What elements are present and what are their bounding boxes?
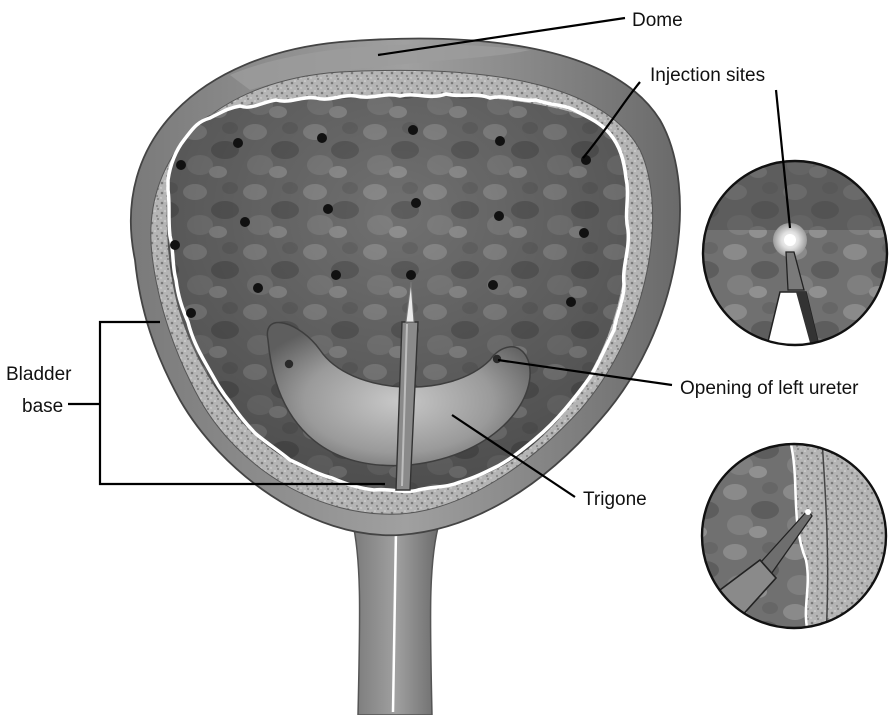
injection-site bbox=[408, 125, 418, 135]
injection-site bbox=[233, 138, 243, 148]
inset-wall-cross-section bbox=[700, 440, 896, 640]
injection-site bbox=[317, 133, 327, 143]
injection-site bbox=[331, 270, 341, 280]
ureter-opening-left bbox=[493, 355, 501, 363]
label-bladder-base-line1: Bladder bbox=[6, 364, 72, 385]
label-dome: Dome bbox=[632, 10, 683, 31]
injection-site bbox=[253, 283, 263, 293]
injection-site bbox=[579, 228, 589, 238]
injection-site bbox=[495, 136, 505, 146]
label-trigone: Trigone bbox=[583, 489, 647, 510]
inset-injection-closeup bbox=[700, 160, 890, 350]
injection-site bbox=[186, 308, 196, 318]
injection-site bbox=[176, 160, 186, 170]
injection-site bbox=[323, 204, 333, 214]
injection-site bbox=[566, 297, 576, 307]
injection-site bbox=[170, 240, 180, 250]
label-opening-left-ureter: Opening of left ureter bbox=[680, 378, 859, 399]
label-injection-sites: Injection sites bbox=[650, 65, 765, 86]
label-bladder-base-line2: base bbox=[22, 396, 63, 417]
ureter-opening-right bbox=[285, 360, 293, 368]
injection-site bbox=[488, 280, 498, 290]
injection-site bbox=[581, 155, 591, 165]
injection-site bbox=[406, 270, 416, 280]
injection-site bbox=[494, 211, 504, 221]
injection-site bbox=[240, 217, 250, 227]
injection-site bbox=[411, 198, 421, 208]
